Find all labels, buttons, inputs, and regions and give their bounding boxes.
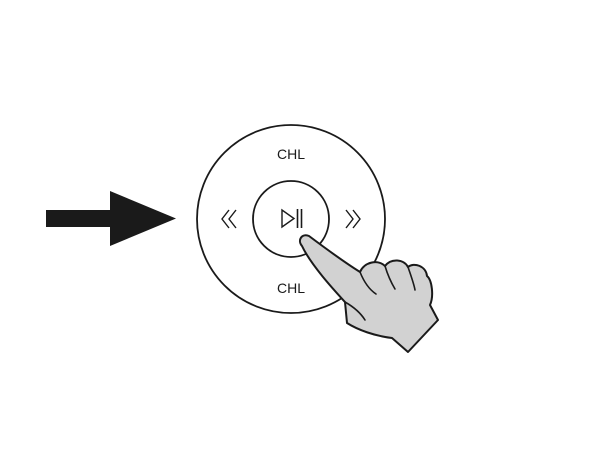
- double-chevron-right-icon[interactable]: [345, 209, 361, 229]
- play-pause-icon: [281, 208, 303, 229]
- channel-down-label[interactable]: CHL: [277, 280, 305, 296]
- channel-up-label[interactable]: CHL: [277, 146, 305, 162]
- control-wheel[interactable]: [196, 124, 386, 314]
- arrow-right-icon: [46, 191, 176, 246]
- double-chevron-left-icon[interactable]: [221, 209, 237, 229]
- hand-pointer-icon: [299, 234, 439, 353]
